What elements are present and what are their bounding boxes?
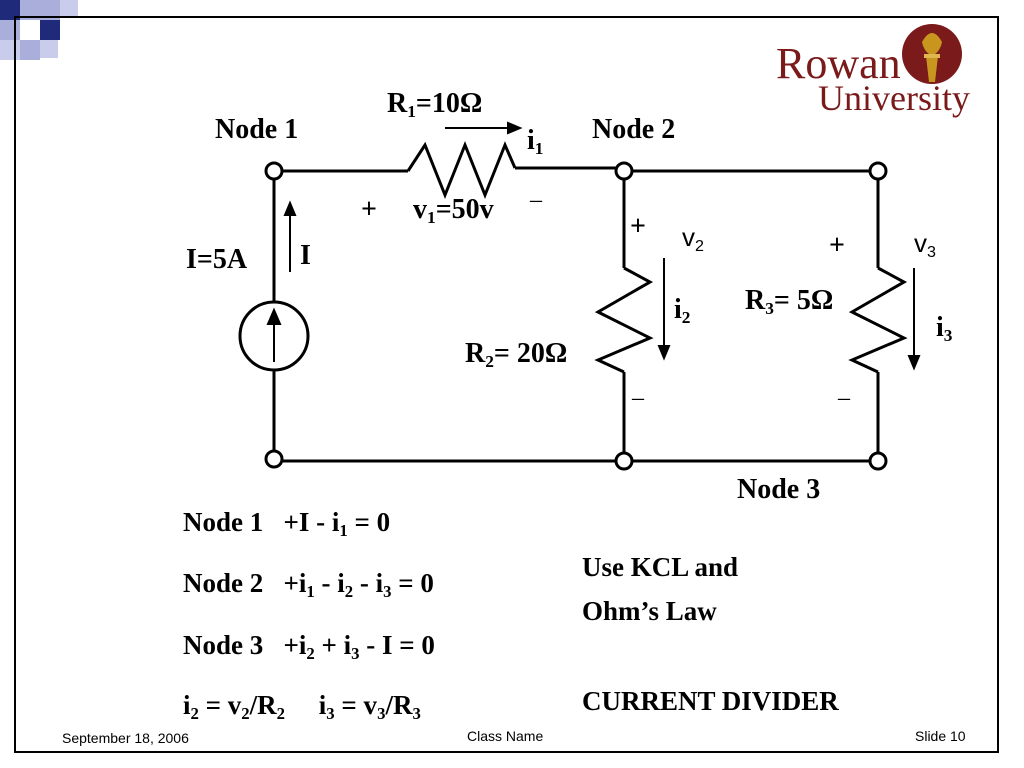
r2-plus-sign: + (630, 211, 646, 242)
r3-plus-sign: + (829, 230, 845, 261)
footer-course: Class Name (467, 728, 544, 744)
equation-node1: Node 1 +I - i1 = 0 (183, 507, 391, 541)
logo-rowan: Rowan (776, 39, 901, 88)
node-terminal (868, 451, 888, 471)
v3-label: v3 (914, 228, 936, 261)
node3-label: Node 3 (737, 474, 821, 505)
note-kcl: Use KCL and (582, 552, 739, 582)
slide-frame (14, 16, 999, 753)
corner-decoration-square (20, 40, 40, 60)
source-value-label: I=5A (186, 244, 248, 275)
i3-label: i3 (936, 312, 953, 346)
node2-label: Node 2 (592, 114, 676, 145)
node-terminal (614, 161, 634, 181)
corner-decoration-square (0, 0, 20, 20)
r3-label: R3= 5Ω (745, 285, 834, 319)
r1-label: R1=10Ω (387, 88, 483, 122)
corner-decoration-square (20, 0, 40, 20)
footer-date: September 18, 2006 (62, 730, 189, 746)
note-current-divider: CURRENT DIVIDER (582, 686, 839, 716)
resistor-r3 (848, 266, 908, 374)
resistor-r2 (594, 266, 654, 374)
v2-label: v2 (682, 222, 704, 255)
node1-label: Node 1 (215, 114, 299, 145)
v1-plus-sign: + (361, 194, 377, 225)
node-terminal (614, 451, 634, 471)
corner-decoration-square (60, 0, 78, 18)
v1-label: v1=50v (413, 194, 494, 228)
i2-label: i2 (674, 294, 691, 328)
corner-decoration-square (40, 40, 58, 58)
corner-decoration-square (40, 20, 60, 40)
equation-node2: Node 2 +i1 - i2 - i3 = 0 (183, 568, 434, 602)
r2-label: R2= 20Ω (465, 338, 568, 372)
r3-minus-sign: – (838, 385, 850, 411)
equation-ohms-law: i2 = v2/R2 i3 = v3/R3 (183, 690, 421, 724)
node-terminal (264, 161, 284, 181)
note-ohms-law: Ohm’s Law (582, 596, 717, 626)
r2-minus-sign: – (632, 385, 644, 411)
torch-logo-icon (902, 24, 962, 84)
source-current-label: I (300, 240, 311, 271)
node-terminal (264, 449, 284, 469)
corner-decoration-square (40, 0, 60, 20)
logo-university: University (818, 78, 970, 118)
footer-slide-number: Slide 10 (915, 728, 966, 744)
resistor-r1 (406, 140, 517, 200)
i1-label: i1 (527, 125, 544, 159)
node-terminal (868, 161, 888, 181)
equation-node3: Node 3 +i2 + i3 - I = 0 (183, 630, 435, 664)
v1-minus-sign: – (530, 187, 542, 213)
